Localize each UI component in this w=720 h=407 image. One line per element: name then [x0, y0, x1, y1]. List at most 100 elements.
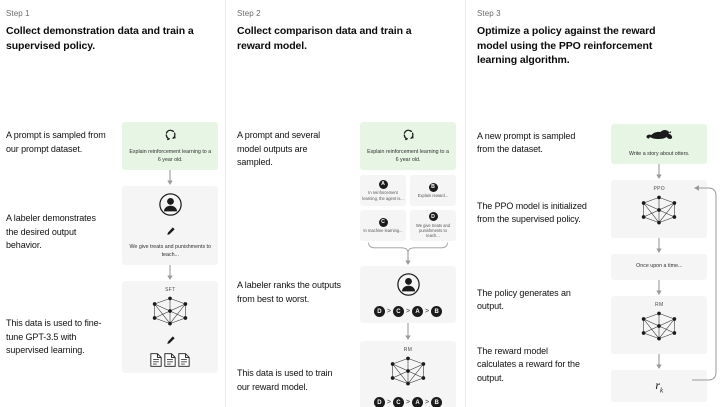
arrow-down	[654, 164, 664, 180]
step-3-body: A new prompt is sampled from the dataset…	[477, 82, 720, 402]
merge-brace	[368, 242, 448, 253]
option-b-badge: B	[428, 182, 438, 192]
step-1-caption-2: A labeler demonstrates the desired outpu…	[6, 213, 96, 250]
rank-4: B	[431, 306, 443, 317]
option-a[interactable]: A In reinforcement learning, the agent i…	[360, 175, 406, 206]
step-3-flow: Write a story about otters. PPO	[599, 82, 720, 402]
step-2-ranking-row: D > C > A > B	[373, 306, 443, 317]
option-c-badge: C	[378, 217, 388, 227]
rank-sep: >	[425, 308, 430, 315]
otter-icon	[645, 129, 673, 148]
step-1-column: Step 1 Collect demonstration data and tr…	[0, 0, 225, 407]
documents-icon	[150, 353, 190, 367]
step-3-ppo-card[interactable]: PPO	[611, 180, 708, 238]
step-2-body: A prompt and several model outputs are s…	[237, 67, 465, 407]
option-c[interactable]: C In machine learning...	[360, 210, 406, 241]
step-2-caption-2: A labeler ranks the outputs from best to…	[237, 280, 341, 304]
arrow-down	[654, 353, 664, 370]
step-3-reward-card[interactable]: rk	[611, 369, 708, 402]
step-2-reward-model-card[interactable]: RM	[360, 341, 456, 407]
step-3-caption-2: The PPO model is initialized from the su…	[477, 200, 587, 225]
step-3-output-text: Once upon a time...	[636, 263, 683, 269]
step-2-caption-3: This data is used to train our reward mo…	[237, 368, 333, 392]
arrow-down	[654, 279, 664, 296]
step-2-column: Step 2 Collect comparison data and train…	[225, 0, 465, 407]
pencil-icon	[165, 333, 176, 351]
step-2-rm-tag: RM	[403, 347, 413, 353]
step-3-reward-model-card[interactable]: RM	[611, 295, 708, 354]
step-1-flow: Explain reinforcement learning to a 6 ye…	[116, 67, 226, 373]
option-d-text: We give treats and punishments to teach.…	[415, 222, 451, 239]
step-1-body: A prompt is sampled from our prompt data…	[6, 67, 225, 373]
step-1-caption-3: This data is used to fine-tune GPT-3.5 w…	[6, 318, 102, 355]
step-2-flow: Explain reinforcement learning to a 6 ye…	[351, 67, 465, 407]
neural-network-icon	[149, 294, 191, 333]
rank-2: C	[392, 306, 404, 317]
recycle-icon	[164, 128, 177, 146]
arrow-down	[165, 265, 175, 281]
rank-1: D	[373, 397, 385, 407]
step-3-title: Optimize a policy against the reward mod…	[477, 25, 656, 66]
arrow-down	[165, 170, 175, 186]
rank-sep: >	[425, 399, 430, 406]
step-3-prompt-text: Write a story about otters.	[628, 150, 690, 157]
step-3-label: Step 3	[477, 9, 501, 18]
step-3-rm-tag: RM	[655, 301, 664, 308]
arrow-down	[654, 238, 664, 254]
step-3-caption-1: A new prompt is sampled from the dataset…	[477, 130, 576, 155]
option-b-text: Explain reward...	[417, 193, 449, 199]
step-2-title: Collect comparison data and train a rewa…	[237, 25, 412, 52]
ppo-feedback-loop-arrow	[692, 185, 717, 381]
step-1-labeler-text: We give treats and punishments to teach.…	[129, 244, 211, 258]
neural-network-icon	[387, 354, 429, 393]
step-1-caption-1: A prompt is sampled from our prompt data…	[6, 130, 106, 154]
rank-3: A	[412, 397, 424, 407]
rank-sep: >	[386, 399, 391, 406]
step-1-labeler-card[interactable]: We give treats and punishments to teach.…	[122, 186, 219, 265]
neural-network-icon	[638, 193, 680, 232]
pencil-icon	[165, 224, 176, 242]
rank-sep: >	[405, 399, 411, 406]
neural-network-icon	[638, 309, 680, 348]
person-icon	[396, 272, 421, 302]
rank-1: D	[373, 306, 385, 317]
step-2-captions: A prompt and several model outputs are s…	[237, 67, 351, 407]
step-2-caption-1: A prompt and several model outputs are s…	[237, 130, 321, 167]
person-icon	[158, 192, 183, 222]
step-1-prompt-text: Explain reinforcement learning to a 6 ye…	[129, 149, 212, 163]
option-d[interactable]: D We give treats and punishments to teac…	[410, 210, 456, 241]
step-1-label: Step 1	[6, 9, 30, 18]
reward-symbol: rk	[655, 377, 664, 394]
arrow-down	[403, 323, 413, 341]
step-2-label: Step 2	[237, 9, 261, 18]
step-2-options: A In reinforcement learning, the agent i…	[360, 175, 456, 241]
rank-2: C	[392, 397, 404, 407]
step-1-prompt-card[interactable]: Explain reinforcement learning to a 6 ye…	[122, 122, 219, 170]
step-3-output-card[interactable]: Once upon a time...	[611, 254, 708, 280]
arrow-down	[403, 252, 413, 266]
option-d-badge: D	[428, 212, 438, 222]
rank-sep: >	[386, 308, 391, 315]
step-1-sft-tag: SFT	[165, 287, 176, 293]
step-2-rm-ranking-row: D > C > A > B	[373, 397, 443, 407]
step-1-title: Collect demonstration data and train a s…	[6, 25, 194, 52]
option-b[interactable]: B Explain reward...	[410, 175, 456, 206]
step-3-caption-3: The policy generates an output.	[477, 287, 571, 312]
step-3-captions: A new prompt is sampled from the dataset…	[477, 82, 599, 402]
step-3-ppo-tag: PPO	[653, 186, 665, 192]
step-2-ranking-card[interactable]: D > C > A > B	[360, 266, 456, 323]
step-1-captions: A prompt is sampled from our prompt data…	[6, 67, 116, 373]
rank-3: A	[412, 306, 424, 317]
step-3-prompt-card[interactable]: Write a story about otters.	[611, 123, 708, 164]
option-a-badge: A	[378, 179, 388, 189]
step-3-caption-4: The reward model calculates a reward for…	[477, 345, 580, 383]
recycle-icon	[402, 128, 415, 146]
option-a-text: In reinforcement learning, the agent is.…	[362, 190, 404, 201]
rank-sep: >	[405, 308, 411, 315]
rank-4: B	[431, 397, 443, 407]
step-2-prompt-card[interactable]: Explain reinforcement learning to a 6 ye…	[360, 122, 456, 170]
step-1-sft-card[interactable]: SFT	[122, 281, 219, 373]
step-3-column: Step 3 Optimize a policy against the rew…	[465, 0, 720, 407]
